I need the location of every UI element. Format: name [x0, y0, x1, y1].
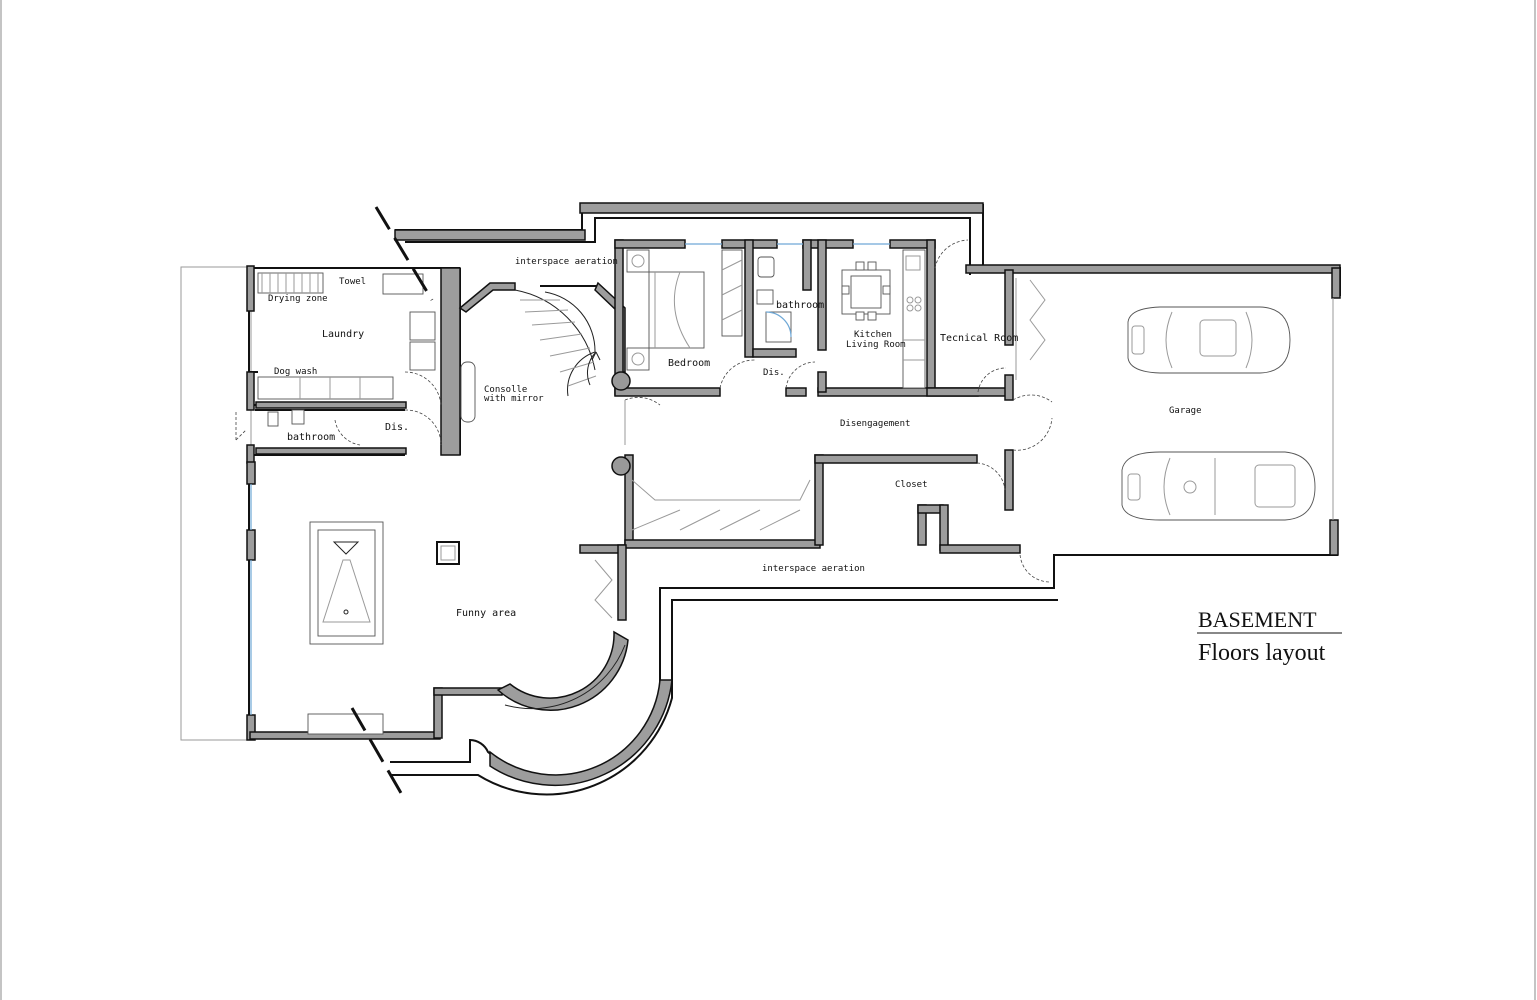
- consolle-label-line2: with mirror: [484, 394, 544, 404]
- column-square-inner: [440, 545, 456, 561]
- laundry-furniture: [257, 272, 436, 427]
- tecnical-room-walls: [926, 239, 1014, 401]
- pool-table: [309, 521, 384, 645]
- kitchen-label-line1: Kitchen: [854, 330, 892, 340]
- terrace-door[interactable]: [235, 412, 247, 441]
- garage: [1004, 278, 1339, 583]
- closet-label: Closet: [895, 480, 928, 490]
- dog-wash-label: Dog wash: [274, 367, 317, 377]
- funny-area-label: Funny area: [456, 608, 516, 619]
- bedroom-label: Bedroom: [668, 358, 710, 369]
- bathroom-mid-label: bathroom: [776, 300, 824, 311]
- closet-walls: [579, 397, 1021, 621]
- column-bottom: [611, 456, 631, 476]
- laundry-walls: [246, 265, 461, 464]
- column-square: [436, 541, 460, 565]
- spiral-stair: [458, 281, 626, 397]
- disengagement-label: Disengagement: [840, 419, 910, 429]
- section-cut-markers: [350, 206, 434, 801]
- fireplace: [307, 713, 384, 735]
- tecnical-room-label: Tecnical Room: [940, 333, 1018, 344]
- funny-area-walls: [246, 461, 503, 741]
- bedroom-furniture: [626, 249, 816, 389]
- bathroom-left-label: bathroom: [287, 432, 335, 443]
- floor-plan: interspace aeration Towel Drying zone La…: [180, 202, 1341, 801]
- dis-door[interactable]: [334, 419, 361, 446]
- kitchen-label-line2: Living Room: [846, 340, 906, 350]
- kitchen-furniture: [841, 249, 926, 389]
- terrace-outline: [180, 266, 252, 741]
- laundry-door[interactable]: [404, 371, 442, 406]
- column-top: [611, 371, 631, 391]
- interspace-aeration-top-label: interspace aeration: [515, 257, 618, 267]
- plan-subtitle: Floors layout: [1198, 640, 1326, 666]
- title-block: BASEMENT Floors layout: [1197, 607, 1342, 666]
- bathroom-left-door[interactable]: [404, 409, 442, 446]
- drying-zone-label: Drying zone: [268, 294, 328, 304]
- car-top: [1127, 306, 1291, 374]
- top-aeration-walls: [394, 202, 1341, 299]
- bathroom-mid-furniture: [756, 256, 792, 343]
- garage-label: Garage: [1169, 406, 1202, 416]
- bedroom-block-walls: [614, 239, 979, 397]
- plan-title: BASEMENT: [1198, 607, 1317, 632]
- towel-label: Towel: [339, 277, 366, 287]
- dis-left-label: Dis.: [385, 422, 409, 433]
- interspace-aeration-bottom-label: interspace aeration: [762, 564, 865, 574]
- car-bottom: [1121, 451, 1316, 521]
- consolle-with-mirror: [460, 361, 476, 423]
- laundry-label: Laundry: [322, 329, 364, 340]
- curved-bay: [390, 554, 1338, 796]
- dis-mid-label: Dis.: [763, 368, 785, 378]
- consolle-label-line1: Consolle: [484, 385, 527, 395]
